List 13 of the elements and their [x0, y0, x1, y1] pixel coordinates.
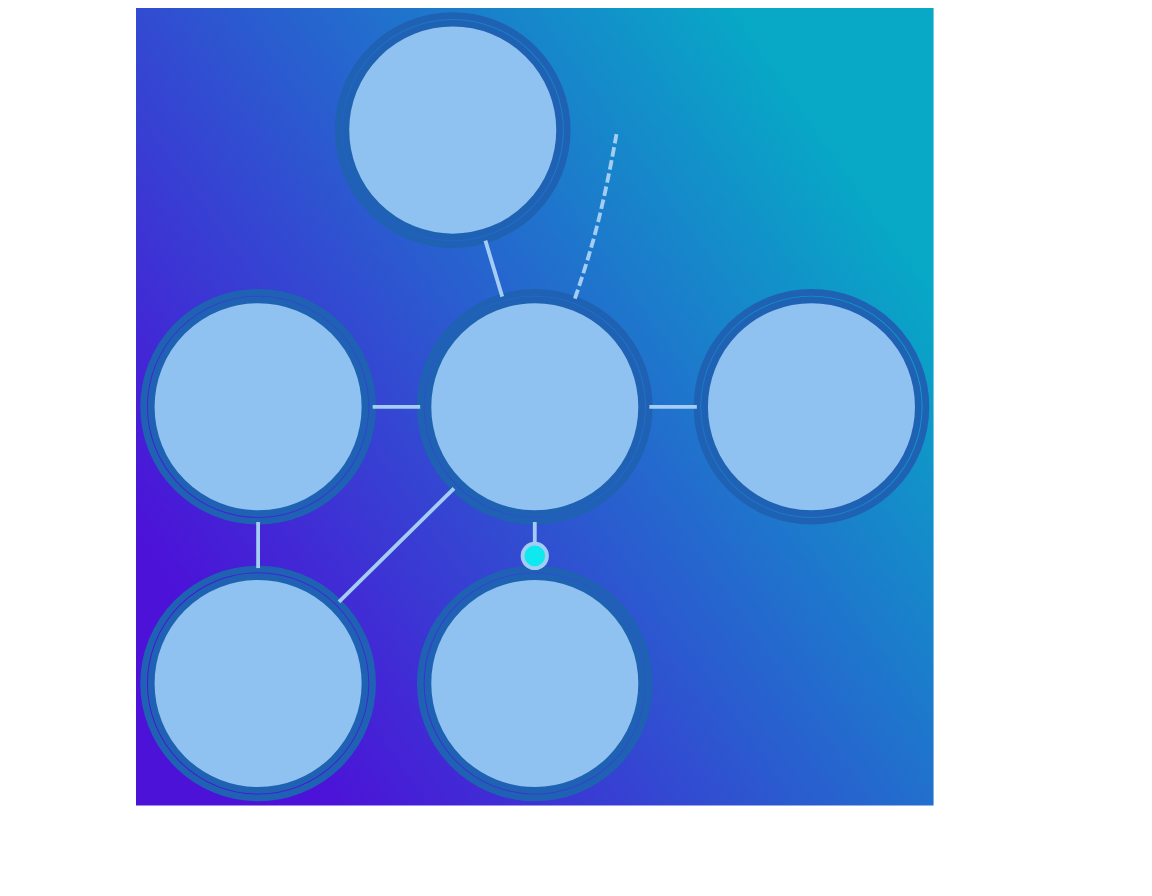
node-circle — [416, 565, 653, 802]
connector — [573, 131, 619, 300]
connector — [337, 487, 456, 604]
connector — [372, 404, 421, 409]
connector — [483, 240, 505, 298]
node-circle — [416, 288, 653, 525]
node-circle — [334, 12, 571, 248]
connector — [520, 522, 549, 570]
node-circle — [140, 565, 376, 802]
node-circle — [140, 288, 376, 525]
node-circle — [693, 288, 930, 525]
connector — [256, 522, 261, 569]
connector — [649, 404, 697, 409]
